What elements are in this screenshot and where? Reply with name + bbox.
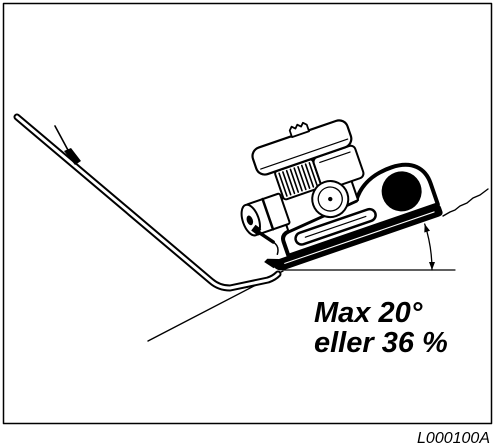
fuel-cap xyxy=(288,121,310,139)
cylinder-fin xyxy=(285,169,296,195)
cylinder-fin xyxy=(300,164,311,189)
angle-arrowhead-top xyxy=(424,224,430,233)
handle-lever-clip xyxy=(64,148,81,165)
engine xyxy=(240,119,365,256)
max-angle-label: Max 20° xyxy=(314,297,423,329)
base-plate-front-lip xyxy=(264,258,279,269)
cylinder-fin xyxy=(304,163,315,188)
cylinder-fin xyxy=(297,165,307,191)
air-cleaner-band xyxy=(261,197,275,231)
frame-border xyxy=(2,2,493,425)
angle-arrowhead-bottom xyxy=(429,262,435,270)
throttle-lever xyxy=(254,229,275,244)
throttle-lever-knob xyxy=(251,224,262,235)
handle-lever-rod xyxy=(54,125,70,153)
cylinder-fin xyxy=(282,171,292,196)
max-grade-label: eller 36 % xyxy=(314,327,448,359)
fuel-tank-seam xyxy=(260,138,349,170)
cylinder-fin xyxy=(293,167,303,192)
cylinder-fin xyxy=(278,172,288,197)
drive-pulley xyxy=(381,171,422,212)
cylinder-fin xyxy=(289,168,300,193)
handle-tube-inner xyxy=(15,115,280,290)
slope-angle-indicator xyxy=(424,223,435,271)
ground-surface xyxy=(442,188,489,217)
air-cleaner-knob xyxy=(246,215,254,226)
engine-side-cover-hub xyxy=(328,196,333,202)
compactor-handle xyxy=(13,113,282,292)
plate-compactor xyxy=(240,119,443,271)
muffler-detail xyxy=(319,151,351,164)
base-plate-edge-line xyxy=(284,211,435,264)
cylinder-fins xyxy=(278,162,318,197)
throttle-cable xyxy=(272,241,279,256)
guard-slot-line xyxy=(304,215,367,238)
cylinder-fin xyxy=(308,162,318,187)
figure-code: L000100A xyxy=(417,430,490,446)
handle-tube-outline xyxy=(13,113,282,292)
engine-side-cover-ring xyxy=(317,186,343,212)
base-plate xyxy=(272,204,443,271)
